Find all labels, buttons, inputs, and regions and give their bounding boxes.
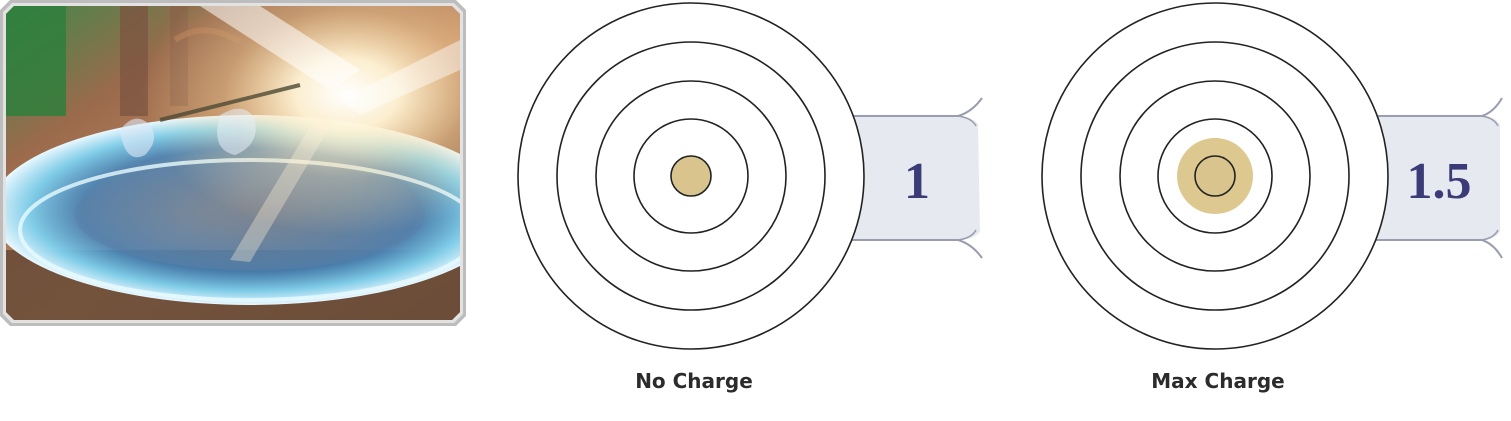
max-charge-diagram: 1.5 — [1041, 2, 1503, 350]
ring-3 — [1119, 80, 1311, 272]
game-screenshot — [0, 0, 466, 326]
center-core — [1194, 155, 1236, 197]
no-charge-diagram: 1 — [517, 2, 983, 350]
ring-4 — [556, 41, 826, 311]
value-tab — [1370, 97, 1503, 259]
no-charge-panel: 1 No Charge — [510, 0, 990, 421]
center-core — [670, 155, 712, 197]
ring-4 — [1080, 41, 1350, 311]
panel-caption: Max Charge — [1151, 369, 1285, 393]
damage-multiplier-value: 1 — [904, 153, 930, 210]
damage-multiplier-value: 1.5 — [1407, 153, 1472, 210]
ring-3 — [595, 80, 787, 272]
value-tab — [846, 97, 983, 259]
game-screenshot-image — [0, 0, 466, 326]
max-charge-panel: 1.5 Max Charge — [1034, 0, 1511, 421]
ring-2 — [1157, 118, 1273, 234]
ring-2 — [633, 118, 749, 234]
panel-caption: No Charge — [635, 369, 753, 393]
